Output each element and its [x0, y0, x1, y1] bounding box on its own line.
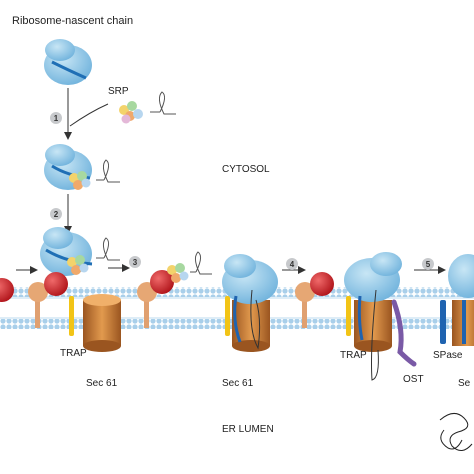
ost-label: OST	[403, 374, 424, 385]
ribosome-srp-complex	[44, 144, 92, 190]
srp-receptor-1	[28, 272, 68, 328]
step-2-badge	[50, 208, 62, 220]
srp-released	[137, 263, 189, 328]
sec61-2-label: Sec 61	[222, 378, 254, 389]
srp-receptor-left	[0, 278, 14, 302]
trap-1	[69, 296, 74, 336]
ribosome-nascent-chain-label: Ribosome-nascent chain	[12, 15, 133, 27]
ribosome-sec61-complex-3	[440, 254, 474, 346]
step-5-label: 5	[426, 260, 431, 269]
sec61-1-label: Sec 61	[86, 378, 118, 389]
ribosome-sec61-complex-1	[222, 254, 278, 352]
step-2-label: 2	[54, 210, 59, 219]
step-5-badge	[422, 258, 434, 270]
ribosome-sec61-complex-2	[344, 252, 417, 381]
ribosome-srp-receptor-complex	[40, 227, 93, 276]
er-lumen-label: ER LUMEN	[222, 424, 274, 435]
srp-label: SRP	[108, 86, 129, 97]
step-1-label: 1	[54, 114, 59, 123]
step-1-badge	[50, 112, 62, 124]
srp-receptor-2	[295, 272, 334, 328]
step-4-label: 4	[290, 260, 295, 269]
srp-particle	[119, 101, 143, 124]
step-3-label: 3	[133, 258, 138, 267]
cytosol-label: CYTOSOL	[222, 164, 270, 175]
sec61-3-label: Se	[458, 378, 471, 389]
sec61-channel-1	[83, 294, 121, 352]
signal-sequence-icon	[150, 91, 176, 115]
step-3-badge	[129, 256, 141, 268]
folded-protein-icon	[439, 413, 473, 451]
trap-1-label: TRAP	[60, 348, 87, 359]
trap-2-label: TRAP	[340, 350, 367, 361]
ribosome-free	[44, 39, 92, 85]
spase-label: SPase	[433, 350, 463, 361]
step-4-badge	[286, 258, 298, 270]
